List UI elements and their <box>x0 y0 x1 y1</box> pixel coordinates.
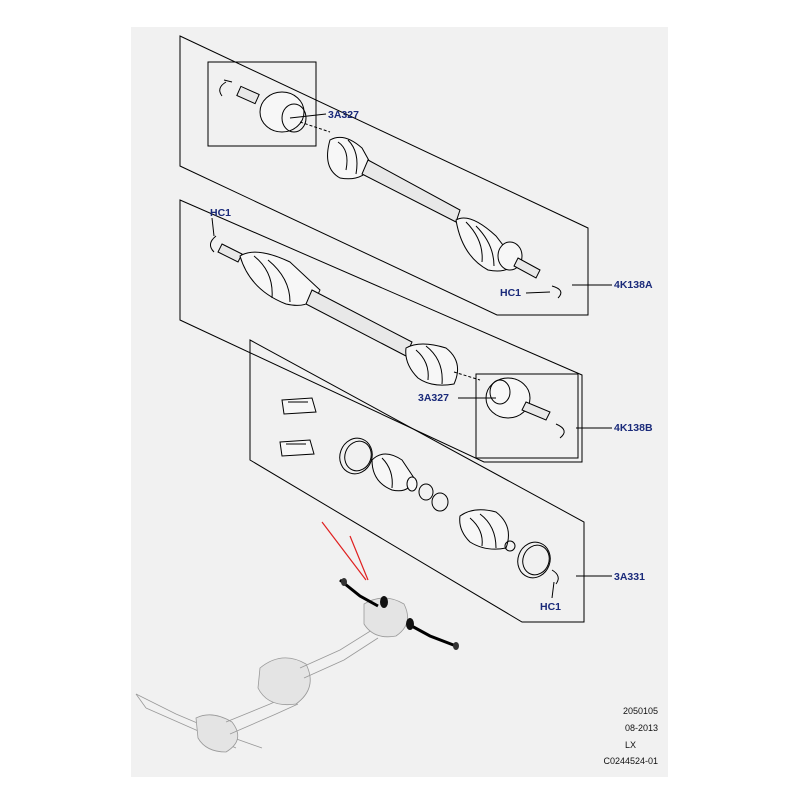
outer-cv-joint-bottom <box>485 377 565 439</box>
frame-3a331 <box>249 339 585 623</box>
callout-3a331: 3A331 <box>614 571 645 583</box>
callout-3a327-bottom: 3A327 <box>418 392 449 404</box>
indicator-arrow <box>321 521 367 581</box>
inner-cv-joint-top <box>219 79 331 133</box>
callout-4k138a: 4K138A <box>614 279 653 291</box>
grease-packs <box>279 397 317 457</box>
callout-hc1-c: HC1 <box>540 601 561 613</box>
callout-hc1-b: HC1 <box>210 207 231 219</box>
callout-3a327-top: 3A327 <box>328 109 359 121</box>
drawing-date: 08-2013 <box>625 723 658 733</box>
drawing-number: 2050105 <box>623 706 658 716</box>
illustration-code: C0244524-01 <box>603 756 658 766</box>
frame-4k138a <box>179 35 589 316</box>
boot-kit-parts <box>339 437 559 585</box>
subframe-3a327-bottom <box>475 373 579 459</box>
vehicle-locator <box>135 521 459 753</box>
model-code: LX <box>625 740 636 750</box>
indicator-arrow <box>349 535 369 581</box>
frame-4k138b <box>179 199 583 463</box>
leader-lines <box>211 113 612 599</box>
callout-hc1-a: HC1 <box>500 287 521 299</box>
half-shaft-b <box>210 235 481 386</box>
subframe-3a327-top <box>207 61 317 147</box>
callout-4k138b: 4K138B <box>614 422 653 434</box>
half-shaft-a <box>327 136 562 299</box>
